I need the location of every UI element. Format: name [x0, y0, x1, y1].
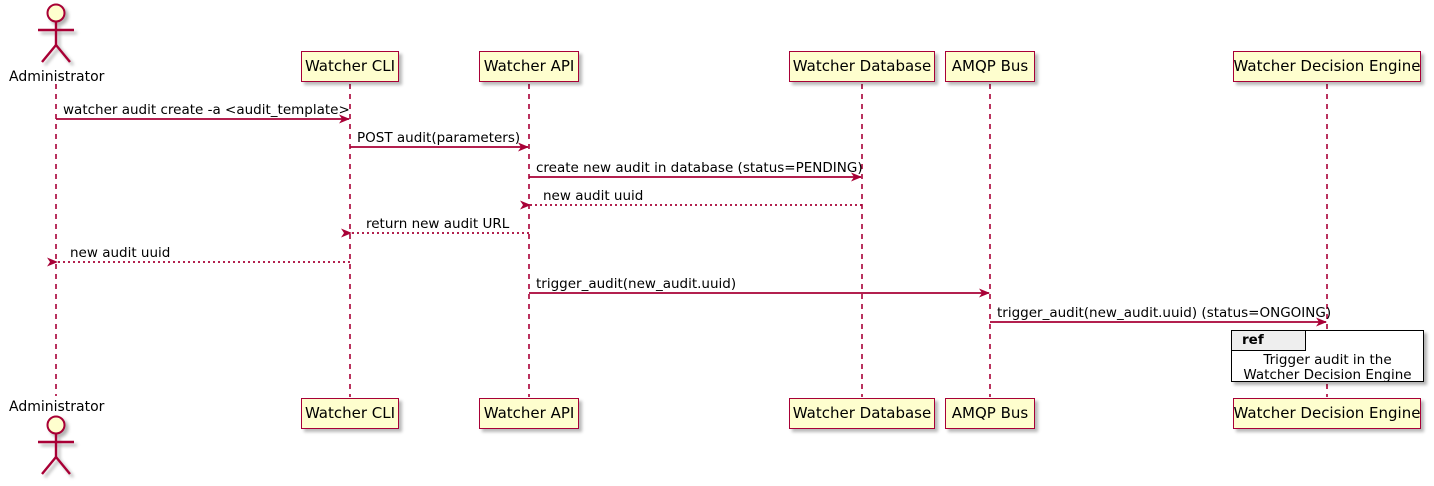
participant-label: Watcher CLI: [304, 57, 396, 75]
ref-fragment-tab: [1232, 331, 1306, 351]
participant-box-watcher-database-top[interactable]: Watcher Database: [789, 51, 935, 82]
ref-fragment-line-2: Watcher Decision Engine: [1243, 367, 1412, 383]
ref-fragment[interactable]: ref Trigger audit in the Watcher Decisio…: [1231, 330, 1424, 383]
message-label-7: trigger_audit(new_audit.uuid): [536, 276, 737, 292]
participant-box-watcher-cli-top[interactable]: Watcher CLI: [301, 51, 399, 82]
message-label-1: watcher audit create -a <audit_template>: [63, 102, 350, 118]
actor-label-administrator-bottom: Administrator: [9, 399, 105, 415]
participant-label: AMQP Bus: [951, 57, 1029, 75]
participant-label: Watcher Decision Engine: [1233, 57, 1421, 75]
actor-label-administrator-top: Administrator: [9, 69, 105, 85]
participant-label: Watcher API: [483, 404, 575, 422]
message-label-2: POST audit(parameters): [357, 130, 521, 146]
ref-fragment-line-1: Trigger audit in the: [1263, 352, 1392, 368]
message-label-8: trigger_audit(new_audit.uuid) (status=ON…: [997, 305, 1332, 321]
actor-administrator-bottom-icon: [38, 415, 74, 475]
participant-box-watcher-decision-engine-top[interactable]: Watcher Decision Engine: [1233, 51, 1421, 82]
participant-box-watcher-api-top[interactable]: Watcher API: [479, 51, 579, 82]
participant-label: Watcher Database: [792, 404, 932, 422]
message-label-6: new audit uuid: [70, 245, 171, 261]
ref-fragment-keyword: ref: [1242, 332, 1264, 348]
participant-box-amqp-bus-top[interactable]: AMQP Bus: [945, 51, 1035, 82]
ref-fragment-body: Trigger audit in the Watcher Decision En…: [1232, 353, 1423, 383]
actor-administrator-top-icon: [38, 3, 74, 63]
participant-box-amqp-bus-bottom[interactable]: AMQP Bus: [945, 398, 1035, 429]
participant-box-watcher-database-bottom[interactable]: Watcher Database: [789, 398, 935, 429]
message-label-3: create new audit in database (status=PEN…: [536, 160, 863, 176]
message-arrows: [47, 114, 1327, 327]
participant-label: AMQP Bus: [951, 404, 1029, 422]
participant-box-watcher-cli-bottom[interactable]: Watcher CLI: [301, 398, 399, 429]
participant-label: Watcher API: [483, 57, 575, 75]
participant-label: Watcher Decision Engine: [1233, 404, 1421, 422]
message-label-4: new audit uuid: [543, 188, 644, 204]
participant-label: Watcher CLI: [304, 404, 396, 422]
lifelines: [55, 84, 1328, 397]
message-label-5: return new audit URL: [366, 216, 510, 232]
participant-label: Watcher Database: [792, 57, 932, 75]
participant-box-watcher-decision-engine-bottom[interactable]: Watcher Decision Engine: [1233, 398, 1421, 429]
participant-box-watcher-api-bottom[interactable]: Watcher API: [479, 398, 579, 429]
